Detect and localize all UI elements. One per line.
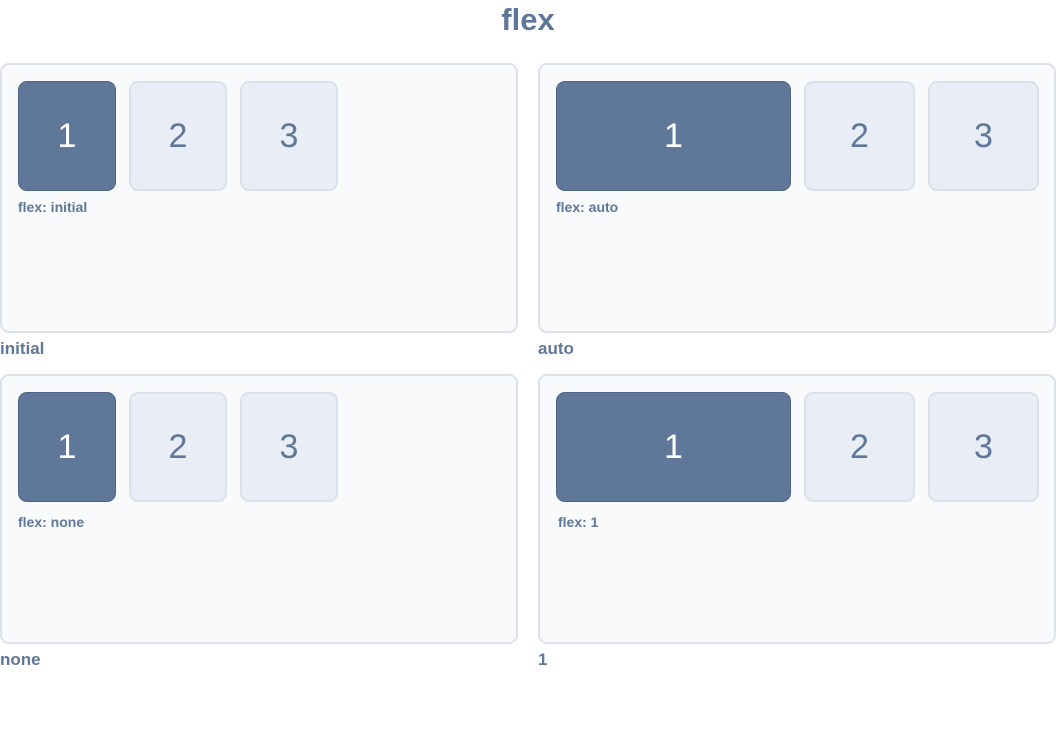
flex-row: 1 2 3	[18, 392, 338, 502]
page-title: flex	[501, 2, 555, 37]
flex-item-3: 3	[240, 392, 338, 502]
flex-code-label: flex: initial	[18, 199, 88, 215]
panel-initial: 1 2 3 flex: initial	[0, 63, 518, 333]
flex-row: 1 2 3	[556, 81, 1039, 191]
flex-code-label: flex: none	[18, 514, 85, 530]
flex-row: 1 2 3	[556, 392, 1039, 502]
panel-none: 1 2 3 flex: none	[0, 374, 518, 644]
flex-item-2: 2	[129, 392, 227, 502]
flex-item-3: 3	[240, 81, 338, 191]
panel-caption: auto	[538, 339, 574, 358]
flex-item-2: 2	[804, 392, 915, 502]
flex-item-2: 2	[129, 81, 227, 191]
flex-code-label: flex: 1	[558, 514, 599, 530]
flex-item-3: 3	[928, 392, 1039, 502]
flex-item-1: 1	[18, 81, 116, 191]
flex-item-2: 2	[804, 81, 915, 191]
panel-caption: 1	[538, 650, 548, 669]
panel-auto: 1 2 3 flex: auto	[538, 63, 1056, 333]
flex-row: 1 2 3	[18, 81, 338, 191]
flex-code-label: flex: auto	[556, 199, 619, 215]
panel-caption: none	[0, 650, 41, 669]
flex-item-1: 1	[556, 392, 791, 502]
flex-item-1: 1	[556, 81, 791, 191]
panel-caption: initial	[0, 339, 45, 358]
flex-item-1: 1	[18, 392, 116, 502]
flex-item-3: 3	[928, 81, 1039, 191]
panel-flex-1: 1 2 3 flex: 1	[538, 374, 1056, 644]
